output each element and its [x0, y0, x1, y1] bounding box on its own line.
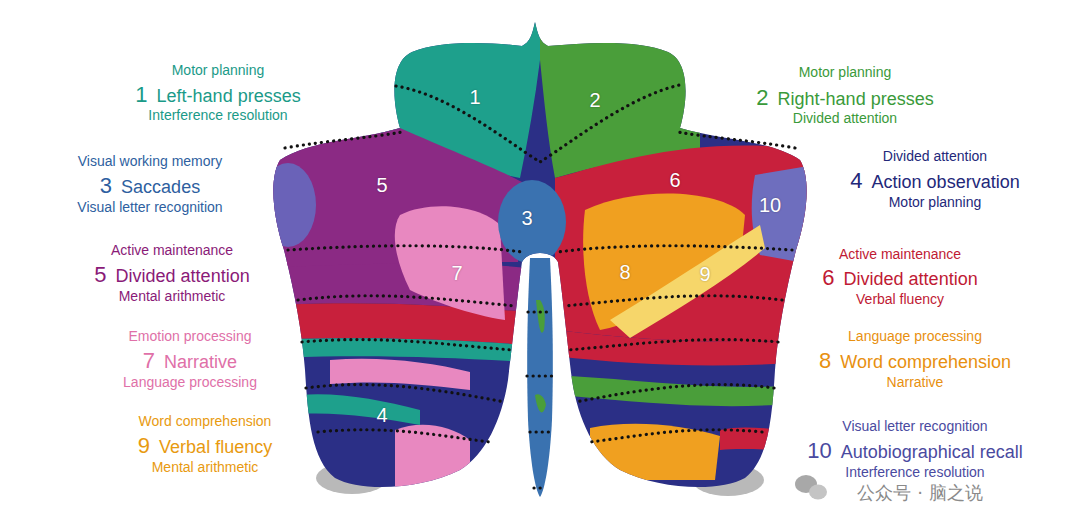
watermark: 公众号 · 脑之说: [857, 483, 982, 503]
function-label: Visual working memory: [78, 154, 222, 169]
region-number: 3: [100, 174, 112, 198]
function-label: Motor planning: [172, 63, 265, 78]
region-name: Right-hand presses: [778, 90, 934, 110]
region-name: Divided attention: [116, 267, 250, 287]
region-number: 4: [850, 169, 862, 193]
function-label: Visual letter recognition: [842, 419, 987, 434]
vermis: [527, 258, 553, 497]
region-heading: 1 Left-hand presses: [135, 83, 300, 107]
region-heading: 2 Right-hand presses: [756, 86, 933, 110]
region-number: 8: [819, 349, 831, 373]
vermis-patch: [536, 300, 545, 333]
function-label: Verbal fluency: [856, 292, 944, 307]
map-number: 10: [759, 194, 781, 216]
region-name: Divided attention: [844, 270, 978, 290]
region-name: Narrative: [164, 353, 237, 373]
region-number: 6: [822, 266, 834, 290]
function-label: Narrative: [887, 375, 944, 390]
map-number: 2: [589, 89, 600, 111]
function-label: Word comprehension: [139, 414, 272, 429]
region-name: Verbal fluency: [159, 438, 272, 458]
function-label: Active maintenance: [111, 243, 233, 258]
region-number: 9: [138, 434, 150, 458]
map-number: 5: [376, 174, 387, 196]
map-number: 1: [469, 86, 480, 108]
vermis-patch: [535, 394, 546, 412]
region-name: Action observation: [872, 173, 1020, 193]
map-number: 7: [451, 262, 462, 284]
function-label: Motor planning: [799, 65, 892, 80]
region-name: Saccades: [121, 178, 200, 198]
map-number: 8: [619, 261, 630, 283]
watermark-icon: [795, 475, 827, 500]
map-number: 4: [376, 404, 387, 426]
region-heading: 3 Saccades: [100, 174, 200, 198]
region-heading: 6 Divided attention: [822, 266, 977, 290]
region-heading: 7 Narrative: [143, 349, 237, 373]
region-heading: 10 Autobiographical recall: [807, 439, 1023, 463]
function-label: Mental arithmetic: [119, 289, 226, 304]
region-heading: 4 Action observation: [850, 169, 1019, 193]
map-number: 9: [699, 263, 710, 285]
function-label: Divided attention: [883, 149, 987, 164]
region-name: Left-hand presses: [157, 87, 301, 107]
map-number: 6: [669, 169, 680, 191]
function-label: Interference resolution: [148, 108, 287, 123]
region-heading: 9 Verbal fluency: [138, 434, 272, 458]
region-number: 10: [807, 439, 831, 463]
region-name: Word comprehension: [840, 353, 1011, 373]
region-heading: 5 Divided attention: [94, 263, 249, 287]
region-number: 1: [135, 83, 147, 107]
region-number: 5: [94, 263, 106, 287]
function-label: Divided attention: [793, 111, 897, 126]
function-label: Language processing: [848, 329, 982, 344]
map-number: 3: [521, 207, 532, 229]
function-label: Language processing: [123, 375, 257, 390]
region-number: 2: [756, 86, 768, 110]
region-number: 7: [143, 349, 155, 373]
function-label: Mental arithmetic: [152, 460, 259, 475]
function-label: Visual letter recognition: [77, 200, 222, 215]
function-label: Motor planning: [889, 195, 982, 210]
region-colors: [250, 0, 830, 526]
lobule-boundaries: [285, 84, 795, 488]
function-label: Active maintenance: [839, 247, 961, 262]
region-name: Autobiographical recall: [841, 443, 1023, 463]
function-label: Emotion processing: [129, 329, 252, 344]
region-heading: 8 Word comprehension: [819, 349, 1011, 373]
function-label: Interference resolution: [845, 465, 984, 480]
